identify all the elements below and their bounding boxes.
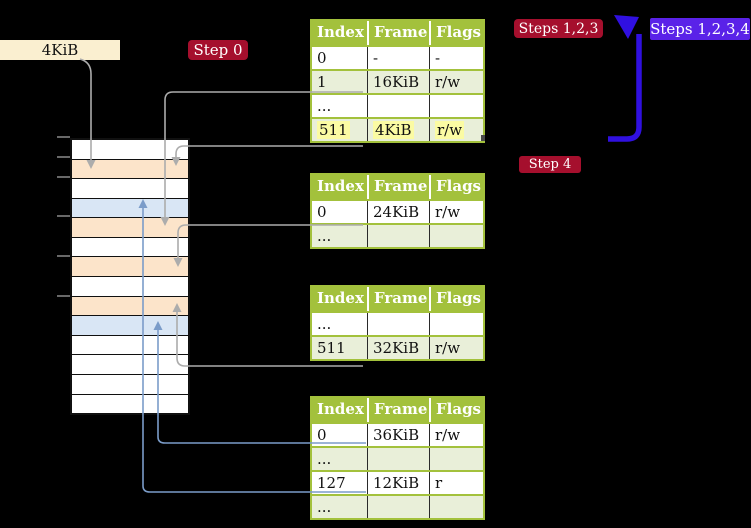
table-cell: 12KiB bbox=[367, 472, 429, 494]
step4-badge: Step 4 bbox=[519, 156, 581, 173]
table-row: ... bbox=[312, 93, 483, 117]
table-cell: 16KiB bbox=[367, 71, 429, 93]
memory-cell-9-peach bbox=[72, 296, 188, 317]
column-header-index: Index bbox=[317, 23, 364, 41]
column-header-frame: Frame bbox=[367, 398, 429, 422]
highlighted-value: 511 bbox=[317, 121, 350, 139]
table-cell: - bbox=[367, 47, 429, 69]
table-cell: - bbox=[429, 47, 483, 69]
table-cell: r/w bbox=[429, 337, 483, 359]
big-blue-arrow bbox=[608, 15, 642, 142]
table-cell bbox=[429, 448, 483, 470]
table-row: 0 -- bbox=[312, 45, 483, 69]
memory-cell-1-white bbox=[72, 140, 188, 160]
memory-cell-3-white bbox=[72, 179, 188, 199]
memory-cell-6-white bbox=[72, 237, 188, 258]
table-cell bbox=[429, 313, 483, 335]
physical-memory-stack bbox=[70, 138, 190, 415]
table-cell: r bbox=[429, 472, 483, 494]
memory-cell-12-white bbox=[72, 355, 188, 375]
table-cell: 24KiB bbox=[367, 201, 429, 223]
memory-size-label: 4KiB bbox=[0, 40, 120, 60]
memory-cell-11-white bbox=[72, 335, 188, 356]
table-cell: ... bbox=[317, 315, 332, 333]
table-cell: r/w bbox=[429, 201, 483, 223]
memory-cell-14-white bbox=[72, 394, 188, 414]
table-cell: 1 bbox=[317, 73, 327, 91]
table-cell bbox=[429, 496, 483, 518]
memory-cell-13-white bbox=[72, 374, 188, 395]
table-cell bbox=[367, 496, 429, 518]
column-header-index: Index bbox=[317, 400, 364, 418]
table-cell: 0 bbox=[317, 426, 327, 444]
table-cell: ... bbox=[317, 97, 332, 115]
table-cell bbox=[429, 225, 483, 247]
table-cell bbox=[367, 448, 429, 470]
table-cell: 511 bbox=[312, 119, 367, 141]
highlighted-value: 4KiB bbox=[373, 121, 414, 139]
table-cell: r/w bbox=[429, 119, 483, 141]
memory-cell-10-blue bbox=[72, 316, 188, 336]
table-cell: 4KiB bbox=[367, 119, 429, 141]
memory-cell-5-peach bbox=[72, 218, 188, 238]
steps123-badge: Steps 1,2,3 bbox=[514, 19, 603, 38]
table-cell: 0 bbox=[317, 49, 327, 67]
memory-cell-8-white bbox=[72, 277, 188, 297]
table-cell: r/w bbox=[429, 424, 483, 446]
memory-cell-4-blue bbox=[72, 198, 188, 219]
table-cell: 127 bbox=[317, 474, 346, 492]
table-cell: ... bbox=[317, 450, 332, 468]
table-row: ... bbox=[312, 446, 483, 470]
column-header-index: Index bbox=[317, 177, 364, 195]
table-cell bbox=[367, 313, 429, 335]
table-row: ... bbox=[312, 311, 483, 335]
memory-cell-2-peach bbox=[72, 159, 188, 180]
column-header-frame: Frame bbox=[367, 175, 429, 199]
column-header-frame: Frame bbox=[367, 287, 429, 311]
table-cell: 511 bbox=[317, 339, 346, 357]
column-header-frame: Frame bbox=[367, 21, 429, 45]
column-header-index: Index bbox=[317, 289, 364, 307]
table-row: ... bbox=[312, 223, 483, 247]
table-row: 511 4KiB r/w bbox=[312, 117, 483, 141]
arrow-t1e511-to-row2 bbox=[175, 145, 363, 157]
table-row: ... bbox=[312, 494, 483, 518]
column-header-flags: Flags bbox=[429, 175, 483, 199]
steps1234-badge: Steps 1,2,3,4 bbox=[650, 18, 750, 40]
table-cell bbox=[367, 95, 429, 117]
table-cell: 32KiB bbox=[367, 337, 429, 359]
table-cell bbox=[429, 95, 483, 117]
column-header-flags: Flags bbox=[429, 398, 483, 422]
memory-cell-7-peach bbox=[72, 257, 188, 278]
table-cell: 36KiB bbox=[367, 424, 429, 446]
highlighted-value: r/w bbox=[435, 121, 465, 139]
stack-tick-marks bbox=[57, 136, 70, 297]
table-cell: 0 bbox=[317, 203, 327, 221]
column-header-flags: Flags bbox=[429, 21, 483, 45]
table-cell bbox=[367, 225, 429, 247]
step0-badge: Step 0 bbox=[188, 40, 248, 60]
table-cell: ... bbox=[317, 227, 332, 245]
column-header-flags: Flags bbox=[429, 287, 483, 311]
table-cell: r/w bbox=[429, 71, 483, 93]
table-cell: ... bbox=[317, 498, 332, 516]
